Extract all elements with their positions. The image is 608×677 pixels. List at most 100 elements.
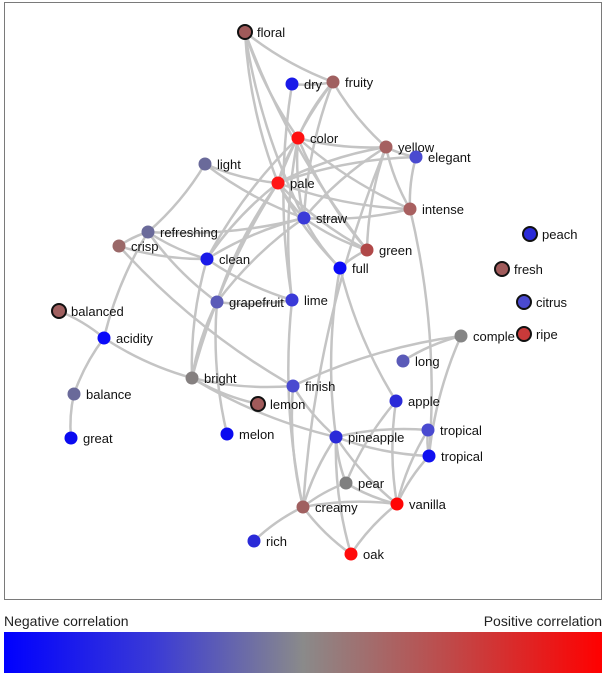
node-circle-straw[interactable]	[297, 211, 311, 225]
node-color[interactable]: color	[291, 131, 339, 146]
edge-balance-great	[69, 393, 76, 439]
node-circle-lemon[interactable]	[250, 396, 266, 412]
node-tropical2[interactable]: tropical	[422, 449, 484, 464]
node-circle-color[interactable]	[291, 131, 305, 145]
node-lime[interactable]: lime	[285, 293, 328, 308]
node-pear[interactable]: pear	[339, 476, 385, 491]
node-circle-citrus[interactable]	[516, 294, 532, 310]
node-label-long: long	[415, 354, 440, 369]
node-balanced[interactable]: balanced	[51, 303, 124, 319]
node-circle-lime[interactable]	[285, 293, 299, 307]
node-light[interactable]: light	[198, 157, 242, 172]
node-clean[interactable]: clean	[200, 252, 251, 267]
node-pale[interactable]: pale	[271, 176, 315, 191]
node-crisp[interactable]: crisp	[112, 239, 159, 254]
node-circle-long[interactable]	[396, 354, 410, 368]
node-circle-intense[interactable]	[403, 202, 417, 216]
node-balance[interactable]: balance	[67, 387, 132, 402]
node-circle-fruity[interactable]	[326, 75, 340, 89]
node-circle-bright[interactable]	[185, 371, 199, 385]
edge-pineapple-tropical2	[335, 435, 430, 458]
node-circle-complex[interactable]	[454, 329, 468, 343]
node-circle-pale[interactable]	[271, 176, 285, 190]
node-circle-oak[interactable]	[344, 547, 358, 561]
node-label-straw: straw	[316, 211, 348, 226]
node-apple[interactable]: apple	[389, 394, 440, 409]
node-circle-tropical1[interactable]	[421, 423, 435, 437]
node-circle-floral[interactable]	[237, 24, 253, 40]
edge-straw-grapefruit	[216, 216, 305, 303]
node-fruity[interactable]: fruity	[326, 75, 374, 90]
node-oak[interactable]: oak	[344, 547, 385, 562]
node-circle-peach[interactable]	[522, 226, 538, 242]
edge-tropical1-pineapple	[335, 427, 429, 439]
node-circle-ripe[interactable]	[516, 326, 532, 342]
edge-refreshing-grapefruit	[146, 231, 218, 304]
edge-clean-lime	[206, 257, 293, 302]
node-circle-grapefruit[interactable]	[210, 295, 224, 309]
node-acidity[interactable]: acidity	[97, 331, 154, 346]
node-circle-great[interactable]	[64, 431, 78, 445]
node-complex[interactable]: comple	[454, 329, 515, 344]
edge-acidity-bright	[103, 336, 193, 380]
node-floral[interactable]: floral	[237, 24, 285, 40]
node-circle-pear[interactable]	[339, 476, 353, 490]
correlation-color-scale	[4, 632, 602, 673]
node-circle-acidity[interactable]	[97, 331, 111, 345]
node-circle-dry[interactable]	[285, 77, 299, 91]
node-circle-crisp[interactable]	[112, 239, 126, 253]
node-circle-pineapple[interactable]	[329, 430, 343, 444]
node-circle-elegant[interactable]	[409, 150, 423, 164]
node-circle-full[interactable]	[333, 261, 347, 275]
edge-pale-intense	[277, 181, 411, 211]
node-circle-green[interactable]	[360, 243, 374, 257]
node-rich[interactable]: rich	[247, 534, 287, 549]
edges-layer	[58, 31, 463, 556]
node-green[interactable]: green	[360, 243, 413, 258]
node-circle-clean[interactable]	[200, 252, 214, 266]
node-long[interactable]: long	[396, 354, 440, 369]
node-fresh[interactable]: fresh	[494, 261, 543, 277]
node-circle-melon[interactable]	[220, 427, 234, 441]
node-peach[interactable]: peach	[522, 226, 577, 242]
node-full[interactable]: full	[333, 261, 369, 276]
node-straw[interactable]: straw	[297, 211, 348, 226]
edge-clean-bright	[190, 258, 209, 379]
node-finish[interactable]: finish	[286, 379, 336, 394]
node-circle-balance[interactable]	[67, 387, 81, 401]
node-circle-balanced[interactable]	[51, 303, 67, 319]
node-grapefruit[interactable]: grapefruit	[210, 295, 285, 310]
node-dry[interactable]: dry	[285, 77, 323, 92]
node-circle-fresh[interactable]	[494, 261, 510, 277]
node-circle-refreshing[interactable]	[141, 225, 155, 239]
node-circle-creamy[interactable]	[296, 500, 310, 514]
edge-straw-green	[303, 216, 368, 252]
node-circle-light[interactable]	[198, 157, 212, 171]
node-circle-apple[interactable]	[389, 394, 403, 408]
node-refreshing[interactable]: refreshing	[141, 225, 218, 240]
node-circle-vanilla[interactable]	[390, 497, 404, 511]
node-pineapple[interactable]: pineapple	[329, 430, 405, 445]
node-bright[interactable]: bright	[185, 371, 237, 386]
node-circle-rich[interactable]	[247, 534, 261, 548]
edge-refreshing-straw	[147, 216, 305, 235]
node-circle-tropical2[interactable]	[422, 449, 436, 463]
edge-fruity-straw	[302, 81, 335, 219]
node-label-lemon: lemon	[270, 397, 305, 412]
node-creamy[interactable]: creamy	[296, 500, 359, 515]
edge-color-clean	[205, 137, 299, 260]
edge-pale-clean	[205, 182, 279, 260]
node-intense[interactable]: intense	[403, 202, 464, 217]
node-circle-yellow[interactable]	[379, 140, 393, 154]
node-melon[interactable]: melon	[220, 427, 275, 442]
node-circle-finish[interactable]	[286, 379, 300, 393]
node-label-elegant: elegant	[428, 150, 471, 165]
node-yellow[interactable]: yellow	[379, 140, 435, 155]
node-elegant[interactable]: elegant	[409, 150, 472, 165]
node-ripe[interactable]: ripe	[516, 326, 558, 342]
node-vanilla[interactable]: vanilla	[390, 497, 447, 512]
node-tropical1[interactable]: tropical	[421, 423, 483, 438]
node-lemon[interactable]: lemon	[250, 396, 305, 412]
node-great[interactable]: great	[64, 431, 114, 446]
node-citrus[interactable]: citrus	[516, 294, 568, 310]
